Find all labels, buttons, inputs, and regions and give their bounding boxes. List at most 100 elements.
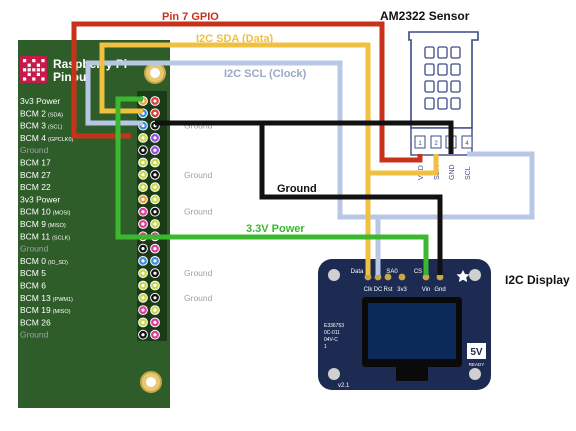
header-pin-hole: [141, 185, 145, 189]
pi-logo-grid-cell: [36, 72, 40, 76]
right-pin-label: BCM 1(ID_SC): [184, 256, 232, 266]
right-pin-label: BCM 23: [184, 182, 215, 192]
display-chip-text: 0C-011: [324, 330, 340, 336]
pi-logo-grid-cell: [36, 68, 40, 72]
sensor-vent-grid: [424, 46, 461, 110]
left-pin-name: BCM 2: [20, 108, 46, 118]
left-pin-name: BCM 0: [20, 256, 46, 266]
header-pin-hole: [153, 271, 157, 275]
sensor-vent: [424, 63, 435, 76]
left-pin-label: BCM 3(SCL): [20, 121, 63, 131]
right-pin-name: Ground: [184, 293, 213, 303]
right-pin-label: BCM 25: [184, 219, 215, 229]
pi-logo-grid-cell: [41, 59, 45, 63]
display-pin: [436, 273, 444, 281]
header-pin-hole: [153, 111, 157, 115]
left-pin-label: BCM 11(SCLK): [20, 231, 70, 241]
left-pin-name: BCM 17: [20, 158, 51, 168]
label-ground: Ground: [277, 183, 317, 195]
left-pin-function: (PWM1): [53, 297, 73, 303]
header-pin-hole: [141, 136, 145, 140]
right-pin-name: BCM 16: [184, 305, 215, 315]
right-pin-function: (ID_SC): [212, 260, 232, 266]
header-pin-hole: [141, 210, 145, 214]
header-pin-hole: [153, 173, 157, 177]
pi-logo-grid-cell: [32, 59, 36, 63]
left-pin-name: BCM 4: [20, 133, 46, 143]
right-pin-name: BCM 15: [184, 145, 215, 155]
header-pin-hole: [153, 308, 157, 312]
header-pin-hole: [141, 160, 145, 165]
sensor-vent: [424, 80, 435, 93]
header-pin-hole: [141, 247, 145, 251]
left-pin-function: (MISO): [48, 223, 66, 229]
display-pin: [398, 273, 406, 281]
right-pin-label: BCM 20(MOSI): [184, 317, 235, 327]
right-pin-name: Ground: [184, 121, 213, 131]
left-pin-name: BCM 22: [20, 182, 51, 192]
left-pin-name: BCM 9: [20, 219, 46, 229]
pi-board-edge: [0, 40, 18, 408]
header-pin-hole: [141, 173, 145, 177]
right-pin-name: BCM 7: [184, 244, 210, 254]
pi-logo-grid-cell: [27, 68, 31, 72]
left-pin-label: BCM 10(MOSI): [20, 207, 71, 217]
sensor-vent: [450, 80, 461, 93]
left-pin-label: Ground: [20, 330, 49, 340]
sensor-pin-label: SCL: [465, 166, 472, 180]
left-pin-function: (SCL): [48, 125, 63, 131]
right-pin-name: 5v Power: [184, 108, 220, 118]
left-pin-name: BCM 10: [20, 207, 51, 217]
right-pin-label: Ground: [184, 293, 213, 303]
right-pin-label: Ground: [184, 268, 213, 278]
left-pin-name: BCM 6: [20, 281, 46, 291]
right-pin-function: (MOSI): [217, 321, 235, 327]
right-pin-function: (PWM0): [217, 285, 237, 291]
right-pin-label: Ground: [184, 170, 213, 180]
display-ready-text: READY: [469, 362, 485, 367]
pi-logo-grid-cell: [36, 63, 40, 67]
right-pin-name: BCM 23: [184, 182, 215, 192]
display-mount-hole-tr: [469, 269, 481, 281]
left-pin-function: (SCLK): [52, 235, 70, 241]
left-pin-label: BCM 0(ID_SD): [20, 256, 68, 266]
pi-logo-grid-cell: [23, 77, 27, 81]
header-pin-hole: [153, 333, 157, 337]
header-pin-hole: [153, 320, 157, 324]
left-pin-name: Ground: [20, 244, 49, 254]
wire-pin7-gpio: [71, 21, 423, 163]
display-5v-text: 5V: [470, 347, 483, 358]
sensor-vent: [437, 97, 448, 110]
display-pin-label: Vin: [422, 287, 431, 293]
display-pin: [384, 273, 392, 281]
left-pin-name: BCM 5: [20, 268, 46, 278]
display-title: I2C Display: [505, 273, 570, 287]
label-3v3-power: 3.3V Power: [246, 223, 305, 235]
header-pin-hole: [153, 210, 157, 214]
right-pin-name: BCM 14: [184, 133, 215, 143]
header-pin-hole: [141, 283, 145, 288]
header-pin-hole: [141, 271, 145, 275]
sensor-pin-number: 2: [434, 141, 438, 147]
right-pin-label: Ground: [184, 207, 213, 217]
header-pin-hole: [153, 283, 157, 288]
display-pin-label: 3v3: [397, 287, 407, 293]
display-screen: [368, 303, 456, 359]
right-pin-name: BCM 21: [184, 330, 215, 340]
left-pin-label: BCM 17: [20, 158, 51, 168]
display-mount-hole-bl: [328, 368, 340, 380]
pi-logo-grid-cell: [41, 77, 45, 81]
sensor-title: AM2322 Sensor: [380, 9, 470, 23]
display-pin: [422, 273, 430, 281]
sensor-vent: [424, 46, 435, 59]
sensor-pin-label: GND: [449, 164, 456, 180]
display-pin-label: Gnd: [434, 287, 445, 293]
right-pin-label: BCM 18(PWM0): [184, 158, 237, 168]
header-pin-hole: [141, 222, 145, 226]
pi-logo-grid-cell: [23, 59, 27, 63]
sensor-pin: [430, 135, 442, 149]
